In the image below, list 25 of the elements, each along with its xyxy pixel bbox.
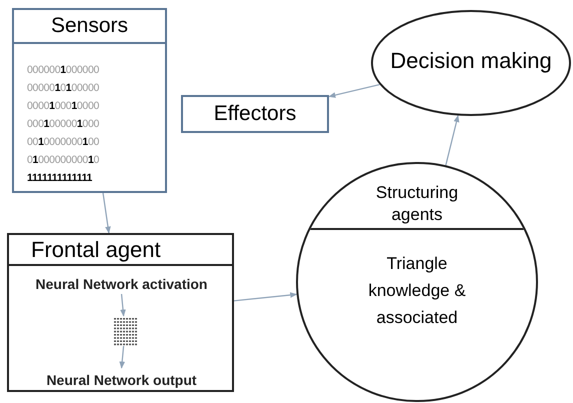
step-label: Neural Network activation xyxy=(36,274,208,294)
binary-row-text: 1111111111111 xyxy=(27,171,94,186)
box-label: Effectors xyxy=(214,101,296,128)
circle-heading: Structuring agents xyxy=(374,182,460,226)
effector-box xyxy=(181,95,329,133)
agent-box xyxy=(7,233,234,392)
arrow xyxy=(119,346,125,369)
box-title: Sensors xyxy=(50,13,128,40)
arrow xyxy=(120,294,126,317)
sensor-box xyxy=(12,8,167,193)
binary-row-text: 0100000000010 xyxy=(27,153,100,168)
arrow xyxy=(328,84,380,98)
binary-row-text: 0000001000000 xyxy=(27,63,100,78)
circle-text: Triangle knowledge & associated xyxy=(367,253,467,329)
box-title: Frontal agent xyxy=(31,236,161,264)
arrow xyxy=(445,114,460,166)
binary-row-text: 0000100010000 xyxy=(27,99,100,114)
binary-row-text: 0000010100000 xyxy=(27,81,100,96)
decision-ellipse xyxy=(371,10,571,116)
ellipse-label: Decision making xyxy=(390,46,552,75)
arrow xyxy=(102,192,111,234)
binary-row-text: 0001000001000 xyxy=(27,117,100,132)
binary-row-text: 0010000000100 xyxy=(27,135,100,150)
step-label: Neural Network output xyxy=(46,370,197,390)
arrow xyxy=(234,292,298,302)
